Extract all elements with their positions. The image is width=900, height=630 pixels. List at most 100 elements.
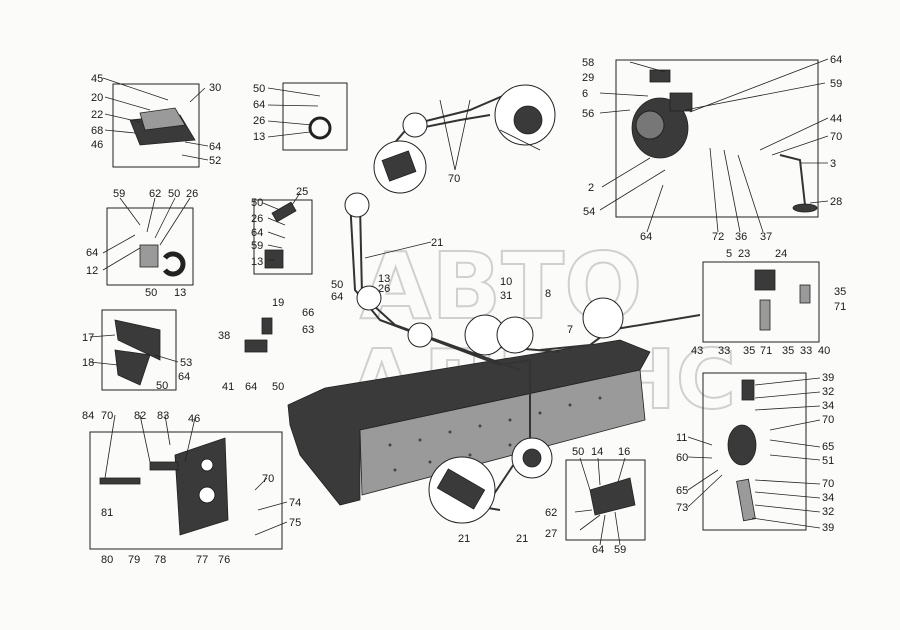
callout-32: 32 [822,386,834,398]
callout-13: 13 [251,256,263,268]
callout-36: 36 [735,231,747,243]
callout-71: 71 [834,301,846,313]
callout-6: 6 [582,88,588,100]
callout-37: 37 [760,231,772,243]
callout-21: 21 [516,533,528,545]
callout-17: 17 [82,332,94,344]
callout-2: 2 [588,182,594,194]
detail-frames [89,59,820,550]
callout-33: 33 [718,345,730,357]
callout-62: 62 [545,507,557,519]
leader-lines [89,58,829,546]
callout-73: 73 [676,502,688,514]
callout-labels: 45 30 20 22 68 46 64 52 50 64 26 13 58 6… [82,54,846,566]
callout-19: 19 [272,297,284,309]
callout-45: 45 [91,73,103,85]
callout-30: 30 [209,82,221,94]
callout-79: 79 [128,554,140,566]
callout-71: 71 [760,345,772,357]
callout-64: 64 [592,544,604,556]
callout-76: 76 [218,554,230,566]
callout-50: 50 [253,83,265,95]
callout-70: 70 [822,414,834,426]
callout-10: 10 [500,276,512,288]
callout-29: 29 [582,72,594,84]
callout-70: 70 [101,410,113,422]
callout-56: 56 [582,108,594,120]
callout-39: 39 [822,522,834,534]
callout-50: 50 [272,381,284,393]
frame-rail [287,339,651,506]
callout-53: 53 [180,357,192,369]
callout-26: 26 [186,188,198,200]
callout-59: 59 [830,78,842,90]
callout-70: 70 [448,173,460,185]
callout-64: 64 [251,227,263,239]
callout-26: 26 [251,213,263,225]
callout-58: 58 [582,57,594,69]
callout-39: 39 [822,372,834,384]
callout-68: 68 [91,125,103,137]
callout-35: 35 [782,345,794,357]
callout-38: 38 [218,330,230,342]
callout-25: 25 [296,186,308,198]
callout-78: 78 [154,554,166,566]
callout-41: 41 [222,381,234,393]
callout-44: 44 [830,113,842,125]
callout-82: 82 [134,410,146,422]
part-shapes [99,69,818,536]
callout-3: 3 [830,158,836,170]
callout-51: 51 [822,455,834,467]
callout-31: 31 [500,290,512,302]
callout-84: 84 [82,410,94,422]
callout-64: 64 [331,291,343,303]
callout-77: 77 [196,554,208,566]
callout-64: 64 [253,99,265,111]
callout-64: 64 [640,231,652,243]
callout-34: 34 [822,492,834,504]
callout-26: 26 [378,283,390,295]
callout-20: 20 [91,92,103,104]
callout-50: 50 [145,287,157,299]
callout-33: 33 [800,345,812,357]
callout-12: 12 [86,265,98,277]
callout-23: 23 [738,248,750,260]
callout-81: 81 [101,507,113,519]
callout-59: 59 [113,188,125,200]
callout-72: 72 [712,231,724,243]
callout-64: 64 [830,54,842,66]
callout-24: 24 [775,248,787,260]
callout-43: 43 [691,345,703,357]
callout-11: 11 [676,432,687,444]
callout-32: 32 [822,506,834,518]
callout-83: 83 [157,410,169,422]
callout-8: 8 [545,288,551,300]
callout-26: 26 [253,115,265,127]
callout-52: 52 [209,155,221,167]
callout-65: 65 [676,485,688,497]
callout-35: 35 [834,286,846,298]
callout-50: 50 [168,188,180,200]
callout-13: 13 [253,131,265,143]
callout-40: 40 [818,345,830,357]
callout-54: 54 [583,206,595,218]
callout-64: 64 [86,247,98,259]
callout-21: 21 [458,533,470,545]
callout-13: 13 [174,287,186,299]
callout-59: 59 [614,544,626,556]
callout-50: 50 [331,279,343,291]
callout-59: 59 [251,240,263,252]
callout-16: 16 [618,446,630,458]
callout-28: 28 [830,196,842,208]
callout-66: 66 [302,307,314,319]
callout-46: 46 [188,413,200,425]
detail-circles [344,84,624,524]
callout-80: 80 [101,554,113,566]
callout-70: 70 [822,478,834,490]
callout-50: 50 [156,380,168,392]
callout-60: 60 [676,452,688,464]
callout-34: 34 [822,400,834,412]
callout-14: 14 [591,446,603,458]
callout-7: 7 [567,324,573,336]
